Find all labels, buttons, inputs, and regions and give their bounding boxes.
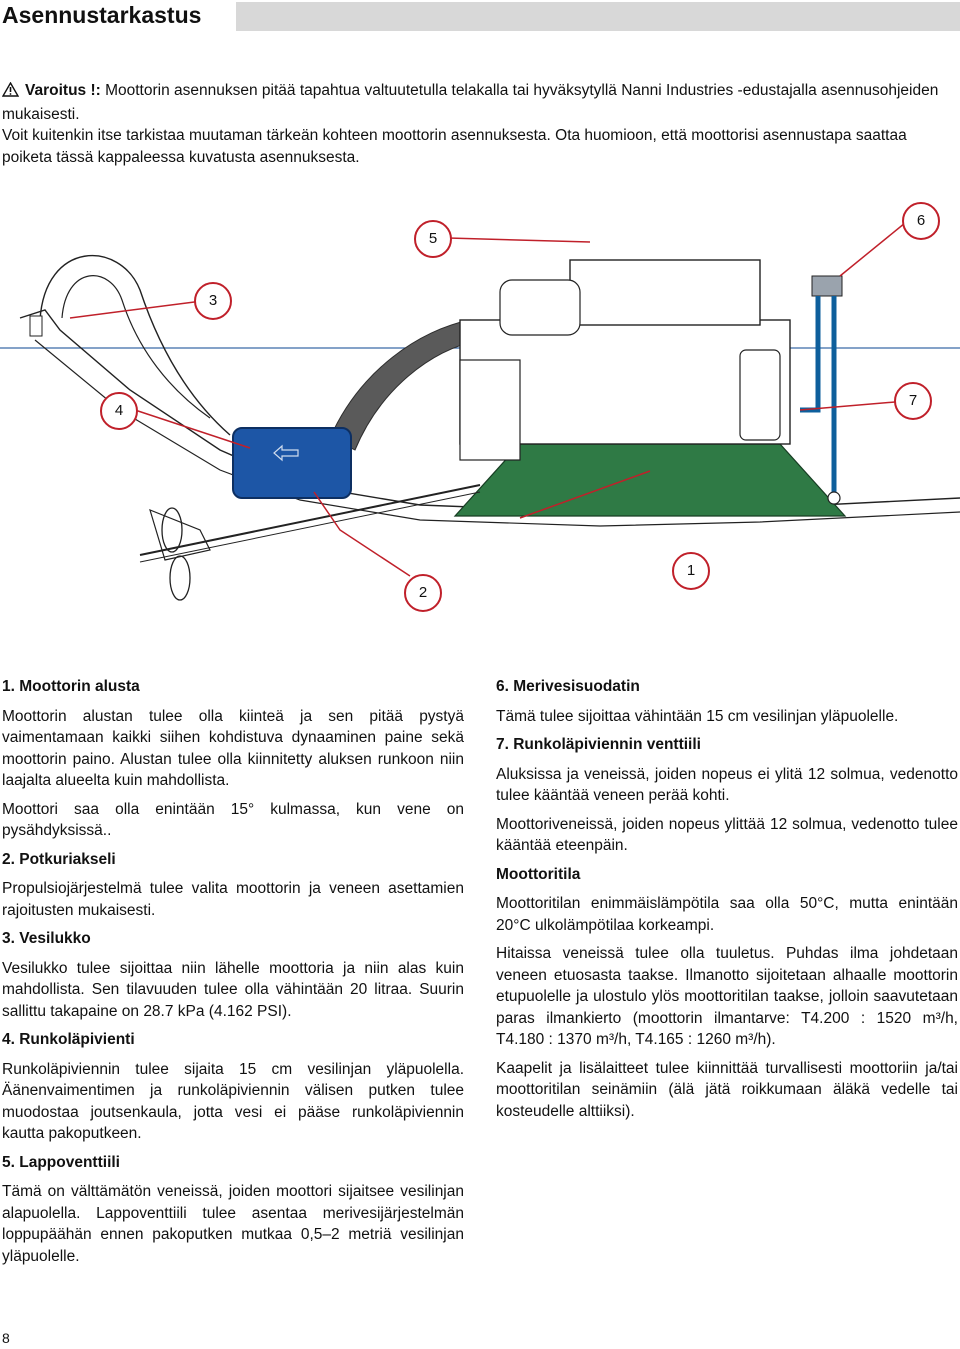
- section-title: 7. Runkoläpiviennin venttiili: [496, 736, 701, 753]
- propeller-blade-upper: [161, 507, 183, 553]
- section-title: 4. Runkoläpivienti: [2, 1031, 135, 1048]
- section-text: Hitaissa veneissä tulee olla tuuletus. P…: [496, 945, 958, 1048]
- section-title: 2. Potkuriakseli: [2, 850, 116, 868]
- through-hull-fitting: [29, 315, 43, 337]
- section-title: 5. Lappoventtiili: [2, 1153, 120, 1171]
- section-text: Moottoritilan enimmäislämpötila saa olla…: [496, 895, 958, 934]
- page-title: Asennustarkastus: [2, 2, 202, 28]
- section-text: Vesilukko tulee sijoittaa niin lähelle m…: [2, 959, 464, 1020]
- gooseneck-inner: [61, 275, 211, 419]
- raw-water-hose: [800, 296, 821, 413]
- engine-installation-diagram: 1 2 3 4 5 6 7: [0, 200, 960, 660]
- callout-line-7: [799, 401, 896, 411]
- section-title: Moottoritila: [496, 865, 581, 883]
- section-text: Moottoriveneissä, joiden nopeus ylittää …: [496, 815, 958, 855]
- callout-line-4: [134, 409, 251, 449]
- callout-5: 5: [414, 220, 452, 258]
- right-column: 6. Merivesisuodatin Tämä tulee sijoittaa…: [496, 676, 958, 1129]
- callout-line-1: [519, 470, 651, 519]
- page-header: Asennustarkastus: [0, 0, 960, 34]
- propeller-shaft: [139, 484, 481, 556]
- warning-label: Varoitus !:: [25, 82, 101, 99]
- propeller-blade-lower: [169, 555, 191, 601]
- callout-line-6: [839, 222, 906, 277]
- silencer-arrow: [273, 444, 299, 462]
- callout-6: 6: [902, 202, 940, 240]
- section-text: Moottori saa olla enintään 15° kulmassa,…: [2, 800, 464, 840]
- section-anti-siphon-valve: 5. Lappoventtiili Tämä on välttämätön ve…: [2, 1152, 464, 1268]
- callout-line-3: [69, 299, 211, 319]
- callout-line-2: [313, 491, 411, 577]
- rudder-skeg: [149, 508, 211, 561]
- section-text: Aluksissa ja veneissä, joiden nopeus ei …: [496, 765, 958, 805]
- intro-text: Voit kuitenkin itse tarkistaa muutaman t…: [2, 127, 907, 166]
- page-number: 8: [2, 1330, 10, 1346]
- engine-flywheel-housing: [459, 359, 521, 461]
- section-text: Tämä tulee sijoittaa vähintään 15 cm ves…: [496, 707, 899, 725]
- warning-icon: [1, 81, 20, 104]
- callout-4: 4: [100, 392, 138, 430]
- left-column: 1. Moottorin alusta Moottorin alustan tu…: [2, 676, 464, 1274]
- section-text: Tämä on välttämätön veneissä, joiden moo…: [2, 1183, 464, 1265]
- seacock-valve: [827, 491, 841, 505]
- engine-intake: [499, 279, 581, 336]
- exhaust-hose: [329, 319, 481, 451]
- engine-head: [569, 259, 761, 326]
- intro: Varoitus !: Moottorin asennuksen pitää t…: [1, 80, 958, 168]
- section-text: Kaapelit ja lisälaitteet tulee kiinnittä…: [496, 1059, 958, 1120]
- warning-text: Moottorin asennuksen pitää tapahtua valt…: [2, 82, 939, 123]
- section-propeller-shaft: 2. Potkuriakseli Propulsiojärjestelmä tu…: [2, 849, 464, 922]
- section-text: Runkoläpiviennin tulee sijaita 15 cm ves…: [2, 1060, 464, 1143]
- section-hull-outlet: 4. Runkoläpivienti Runkoläpiviennin tule…: [2, 1029, 464, 1145]
- section-sea-water-strainer: 6. Merivesisuodatin Tämä tulee sijoittaa…: [496, 676, 958, 727]
- propeller-shaft-edge: [139, 491, 481, 563]
- callout-1: 1: [672, 552, 710, 590]
- section-seacock: 7. Runkoläpiviennin venttiili Aluksissa …: [496, 734, 958, 857]
- section-text: Moottorin alustan tulee olla kiinteä ja …: [2, 707, 464, 790]
- gooseneck-outer: [39, 255, 231, 436]
- section-water-lock: 3. Vesilukko Vesilukko tulee sijoittaa n…: [2, 928, 464, 1022]
- water-lock-silencer: [232, 427, 352, 499]
- callout-line-5: [447, 237, 591, 243]
- engine-front-pulley: [739, 349, 781, 441]
- callout-3: 3: [194, 282, 232, 320]
- section-title: 1. Moottorin alusta: [2, 678, 140, 695]
- sea-water-strainer: [811, 275, 843, 297]
- section-title: 6. Merivesisuodatin: [496, 678, 640, 695]
- callout-7: 7: [894, 382, 932, 420]
- header-bar: [236, 2, 960, 31]
- section-engine-bed: 1. Moottorin alusta Moottorin alustan tu…: [2, 676, 464, 842]
- warning-paragraph: Varoitus !: Moottorin asennuksen pitää t…: [1, 80, 958, 125]
- callout-2: 2: [404, 574, 442, 612]
- section-title: 3. Vesilukko: [2, 930, 91, 947]
- section-text: Propulsiojärjestelmä tulee valita mootto…: [2, 880, 464, 919]
- section-engine-room: Moottoritila Moottoritilan enimmäislämpö…: [496, 864, 958, 1123]
